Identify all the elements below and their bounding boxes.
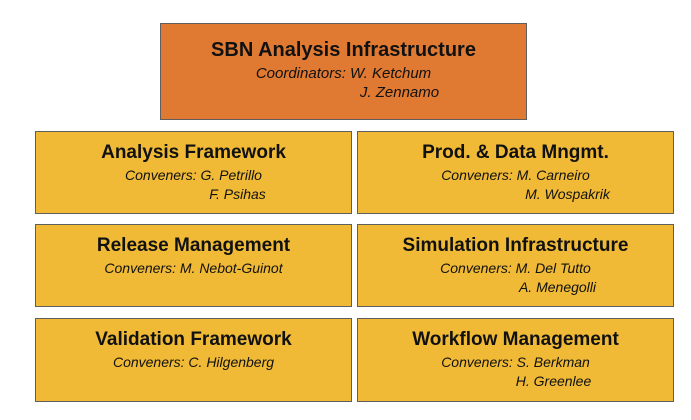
coordinators-box: SBN Analysis Infrastructure Coordinators… [160,23,527,120]
group-title: Validation Framework [95,329,292,350]
release-management-box: Release Management Conveners: M. Nebot-G… [35,224,352,307]
conveners-second-name: M. Wospakrik [525,186,610,202]
conveners-line: Conveners: G. Petrillo [125,167,262,183]
conveners-line: Conveners: M. Del Tutto [440,260,591,276]
conveners-second-name: F. Psihas [209,186,266,202]
prod-data-mngmt-box: Prod. & Data Mngmt. Conveners: M. Carnei… [357,131,674,214]
conveners-line: Conveners: M. Carneiro [441,167,590,183]
org-title: SBN Analysis Infrastructure [211,39,476,61]
conveners-second-name: H. Greenlee [515,373,592,389]
coordinators-second-name: J. Zennamo [359,84,440,101]
group-title: Analysis Framework [101,142,286,163]
conveners-line: Conveners: C. Hilgenberg [112,354,275,370]
conveners-second-name: A. Menegolli [518,279,597,295]
coordinators-line: Coordinators: W. Ketchum [255,65,432,82]
group-title: Workflow Management [412,329,619,350]
conveners-line: Conveners: S. Berkman [441,354,590,370]
group-title: Simulation Infrastructure [402,235,629,256]
simulation-infrastructure-box: Simulation Infrastructure Conveners: M. … [357,224,674,307]
validation-framework-box: Validation Framework Conveners: C. Hilge… [35,318,352,402]
conveners-line: Conveners: M. Nebot-Guinot [104,260,283,276]
workflow-management-box: Workflow Management Conveners: S. Berkma… [357,318,674,402]
group-title: Release Management [96,235,291,256]
group-title: Prod. & Data Mngmt. [422,142,609,163]
analysis-framework-box: Analysis Framework Conveners: G. Petrill… [35,131,352,214]
